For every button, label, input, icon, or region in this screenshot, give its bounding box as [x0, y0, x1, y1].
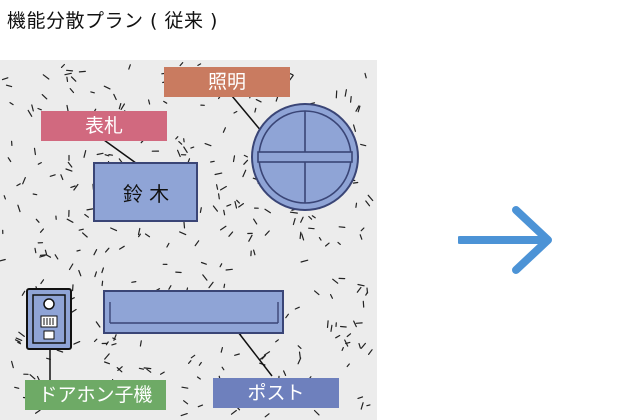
nameplate: 鈴 木 — [93, 162, 198, 222]
lighting-label: 照明 — [164, 67, 290, 97]
mailbox-label: ポスト — [213, 378, 339, 408]
door-intercom — [26, 288, 72, 350]
mailbox — [103, 290, 284, 334]
light-fixture — [251, 103, 359, 211]
wall-area: 鈴 木 照明 表札 ドアホン子機 ポスト — [0, 60, 377, 420]
nameplate-text: 鈴 木 — [123, 182, 169, 206]
lighting-leader-line — [231, 95, 263, 133]
right-arrow-icon — [458, 206, 552, 274]
nameplate-label: 表札 — [41, 111, 167, 141]
mailbox-leader-line — [237, 331, 273, 377]
nameplate-leader-line — [103, 139, 141, 167]
intercom-label: ドアホン子機 — [25, 380, 166, 410]
page-title: 機能分散プラン ( 従来 ) — [7, 10, 218, 32]
